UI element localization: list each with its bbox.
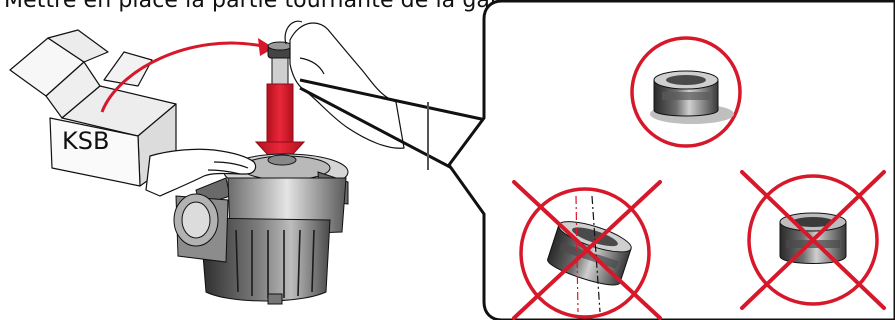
wrong-seal-upside-down — [742, 172, 884, 308]
wrong-seal-tilted — [514, 182, 660, 318]
upper-hand — [285, 21, 404, 148]
box-label: KSB — [62, 127, 109, 155]
seal-rotating-part — [268, 42, 292, 86]
correct-seal-example — [632, 38, 740, 146]
